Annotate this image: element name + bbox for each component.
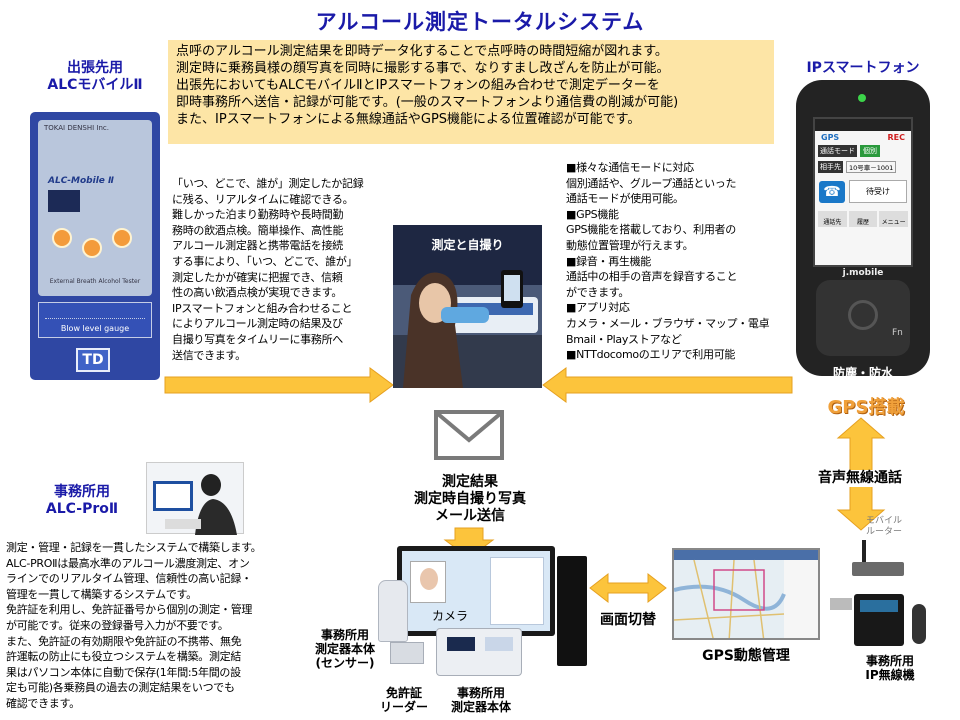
fn-key: Fn bbox=[892, 328, 903, 338]
device-screen bbox=[48, 190, 80, 212]
unit-caption: 事務所用 測定器本体 bbox=[450, 686, 511, 714]
phone-led bbox=[858, 94, 866, 102]
gps-management-caption: GPS動態管理 bbox=[702, 648, 790, 664]
gauge-label: Blow level gauge bbox=[60, 324, 130, 333]
screen-wait: 待受け bbox=[849, 180, 907, 203]
page-title: アルコール測定トータルシステム bbox=[315, 10, 645, 34]
radio-display bbox=[860, 600, 898, 612]
mail-icon bbox=[434, 410, 504, 460]
mail-caption: 測定結果 測定時自撮り写真 メール送信 bbox=[414, 474, 526, 524]
device-button-center bbox=[82, 238, 102, 258]
screen-rec: REC bbox=[887, 133, 906, 142]
office-illustration bbox=[153, 474, 237, 535]
phone-tag: 防塵・防水 bbox=[832, 366, 893, 380]
map-illustration bbox=[674, 550, 818, 638]
gps-badge: GPS搭載 bbox=[827, 397, 905, 418]
arrow-mobile-to-center bbox=[164, 367, 394, 403]
phone-screen: GPS REC 通話モード 個別 相手先 10号車－1001 ☎ 待受け 通話先… bbox=[813, 117, 913, 267]
camera-preview bbox=[410, 561, 446, 603]
screen-peer-value: 10号車－1001 bbox=[846, 161, 897, 173]
measure-panel bbox=[490, 557, 544, 625]
blow-gauge: Blow level gauge bbox=[38, 302, 152, 338]
sensor-caption: 事務所用 測定器本体 (センサー) bbox=[314, 628, 375, 670]
license-reader bbox=[390, 642, 424, 664]
face-thumbnail bbox=[420, 568, 438, 590]
device-model: ALC-Mobile Ⅱ bbox=[48, 176, 114, 186]
screen-gps: GPS bbox=[821, 133, 840, 142]
mobile-description: 「いつ、どこで、誰が」測定したか記録 に残る、リアルタイムに確認できる。 難しか… bbox=[172, 177, 364, 362]
screen-mode-label: 通話モード bbox=[818, 145, 857, 157]
screen-peer-label: 相手先 bbox=[818, 161, 843, 173]
status-bar bbox=[815, 119, 911, 131]
phone-brand: j.mobile bbox=[842, 268, 884, 278]
gauge-scale bbox=[45, 309, 145, 319]
office-photo bbox=[146, 462, 244, 535]
gps-map bbox=[672, 548, 820, 640]
photo-illustration bbox=[393, 225, 542, 388]
office-measure-unit bbox=[436, 628, 522, 676]
device-button-left bbox=[52, 228, 72, 248]
phone-call-icon: ☎ bbox=[819, 180, 845, 203]
screen-btn-menu: メニュー bbox=[879, 211, 909, 227]
device-button-right bbox=[112, 228, 132, 248]
phone-keypad: Fn bbox=[816, 280, 910, 356]
desk-mic-icon bbox=[912, 604, 926, 644]
screen-btn-history: 履歴 bbox=[848, 211, 878, 227]
device-face: TOKAI DENSHI Inc. ALC-Mobile Ⅱ External … bbox=[38, 120, 152, 296]
td-logo: TD bbox=[76, 348, 110, 372]
device-tester-label: External Breath Alcohol Tester bbox=[49, 278, 141, 285]
reader-caption: 免許証 リーダー bbox=[379, 686, 428, 714]
mobile-router bbox=[852, 562, 904, 576]
pc-tower bbox=[557, 556, 587, 666]
intro-text: 点呼のアルコール測定結果を即時データ化することで点呼時の時間短縮が図れます。 測… bbox=[168, 40, 774, 144]
dpad-icon bbox=[848, 300, 878, 330]
ip-smartphone: GPS REC 通話モード 個別 相手先 10号車－1001 ☎ 待受け 通話先… bbox=[796, 80, 930, 380]
screen-mode-value: 個別 bbox=[860, 145, 880, 157]
photo-caption: 測定と自撮り bbox=[431, 238, 504, 252]
router-label: モバイル ルーター bbox=[866, 516, 903, 537]
voice-caption: 音声無線通話 bbox=[800, 470, 920, 487]
alc-mobile-device: TOKAI DENSHI Inc. ALC-Mobile Ⅱ External … bbox=[30, 112, 160, 380]
monitor-screen: カメラ bbox=[402, 551, 550, 631]
radio-caption: 事務所用 IP無線機 bbox=[865, 654, 915, 682]
map-monitor-base bbox=[830, 598, 852, 610]
office-description: 測定・管理・記録を一貫したシステムで構築します。 ALC-PROⅡは最高水準のア… bbox=[6, 541, 262, 710]
screen-btn-contacts: 通話先 bbox=[818, 211, 847, 227]
phone-features: ■様々な通信モードに対応 個別通話や、グループ通話といった 通話モードが使用可能… bbox=[566, 161, 770, 362]
camera-label: カメラ bbox=[432, 609, 469, 623]
arrow-phone-to-center bbox=[542, 367, 793, 403]
measure-selfie-photo bbox=[393, 225, 542, 388]
unit-panel bbox=[485, 637, 513, 651]
pc-monitor: カメラ bbox=[397, 546, 555, 636]
device-brand: TOKAI DENSHI Inc. bbox=[44, 124, 109, 132]
unit-display bbox=[447, 637, 475, 651]
mobile-label: 出張先用 ALCモバイルⅡ bbox=[47, 60, 143, 93]
office-label: 事務所用 ALC-ProⅡ bbox=[45, 484, 119, 517]
switch-caption: 画面切替 bbox=[600, 612, 656, 628]
ip-radio-base bbox=[854, 594, 904, 646]
arrow-switch-double bbox=[589, 572, 667, 604]
sensor-device bbox=[378, 580, 408, 642]
phone-label: IPスマートフォン bbox=[806, 60, 920, 76]
router-antenna bbox=[862, 540, 866, 562]
